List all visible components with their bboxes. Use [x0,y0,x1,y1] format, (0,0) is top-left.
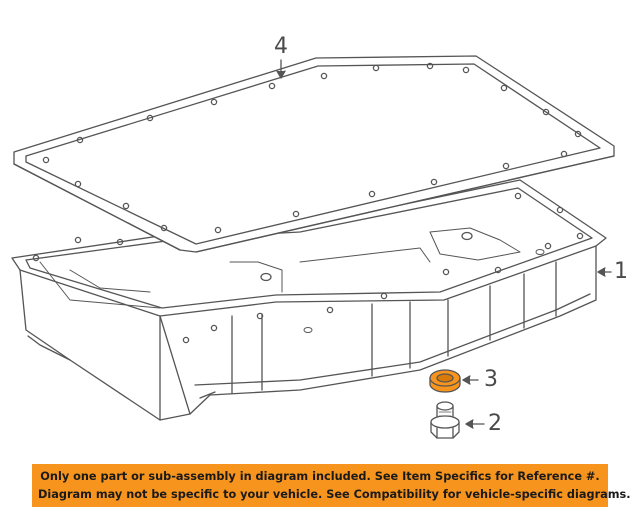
callout-3: 3 [484,367,498,392]
parts-diagram [11,55,615,439]
callout-2: 2 [488,411,502,436]
drain-plug-gasket [429,369,461,393]
disclaimer-line-1: Only one part or sub-assembly in diagram… [40,470,600,483]
leader-lines [276,59,612,429]
callout-1: 1 [614,259,628,284]
leader-arrow-1 [597,267,606,277]
drain-plug [430,401,460,439]
leader-arrow-3 [462,375,471,385]
oil-pan [11,179,607,421]
disclaimer-line-2: Diagram may not be specific to your vehi… [38,488,631,501]
disclaimer-banner: Only one part or sub-assembly in diagram… [32,464,631,507]
pan-gasket [13,55,615,253]
callout-4: 4 [274,34,288,59]
leader-arrow-4 [276,70,286,79]
leader-arrow-2 [465,419,474,429]
